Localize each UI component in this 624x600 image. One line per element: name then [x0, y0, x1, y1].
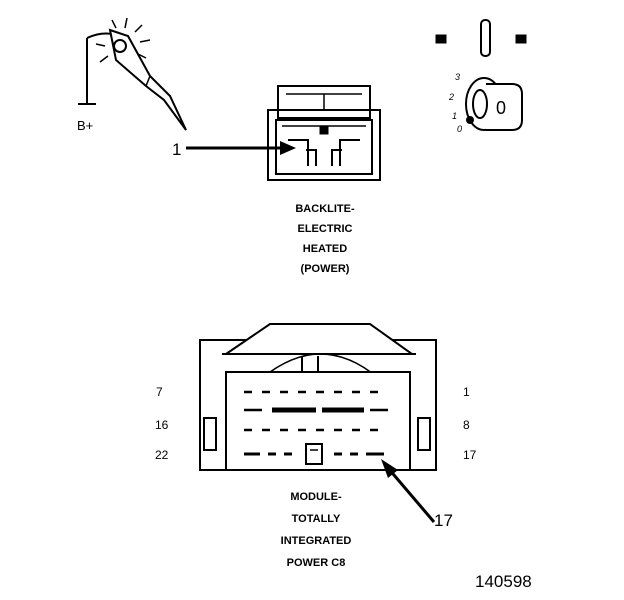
ignition-marker-right: [515, 34, 527, 44]
pin-label-1: 1: [463, 385, 470, 399]
pin-label-7: 7: [156, 385, 163, 399]
light-rays-icon: [95, 17, 151, 63]
ignition-pos-2: 2: [448, 92, 454, 102]
backlite-name-line-1: BACKLITE-: [295, 203, 355, 215]
center-key: [319, 125, 329, 135]
probe-lead-curve: [86, 32, 113, 39]
tip-name-line-2: TOTALLY: [292, 513, 341, 525]
terminal-left: [288, 139, 317, 166]
ignition-pos-1: 1: [452, 111, 457, 121]
cavity-row-bottom: [244, 443, 384, 465]
figure-id: 140598: [475, 572, 532, 591]
terminal-right: [331, 139, 360, 166]
backlite-name-line-2: ELECTRIC: [298, 223, 353, 235]
backlite-name: BACKLITE- ELECTRIC HEATED (POWER): [295, 203, 355, 275]
pin-label-17: 17: [463, 448, 477, 462]
ignition-marker-left: [435, 34, 447, 44]
tip-name-line-3: INTEGRATED: [281, 535, 352, 547]
backlite-name-line-4: (POWER): [301, 263, 350, 275]
ignition-pos-3: 3: [455, 72, 460, 82]
tip-name-line-1: MODULE-: [290, 491, 342, 503]
bulb-icon: [113, 39, 127, 53]
tip-name-line-4: POWER C8: [287, 557, 346, 569]
pin-label-16: 16: [155, 418, 169, 432]
connector-latch: [277, 85, 371, 119]
tip-c8-connector: [199, 323, 437, 471]
pin-label-22: 22: [155, 448, 169, 462]
callout-17-label: 17: [434, 511, 453, 530]
keying-cavity: [305, 443, 323, 465]
backlite-name-line-3: HEATED: [303, 243, 347, 255]
test-light-probe: [78, 17, 187, 131]
connector-hood: [222, 323, 416, 355]
pin-label-8: 8: [463, 418, 470, 432]
side-latch-left: [203, 417, 217, 451]
ignition-pos-0: 0: [457, 124, 462, 134]
callout-arrow-17: [381, 459, 436, 523]
probe-label: B+: [77, 118, 93, 133]
ignition-indicator: [435, 19, 527, 57]
tip-name: MODULE- TOTALLY INTEGRATED POWER C8: [281, 491, 352, 569]
ignition-slot: [480, 19, 491, 57]
side-latch-right: [417, 417, 431, 451]
ignition-key-icon: [465, 77, 523, 131]
callout-1-label: 1: [172, 140, 181, 159]
key-label: 0: [496, 98, 506, 118]
backlite-connector: [267, 85, 381, 181]
callout-arrow-1: [186, 141, 296, 155]
pin-labels: 7 16 22 1 8 17: [155, 385, 477, 462]
